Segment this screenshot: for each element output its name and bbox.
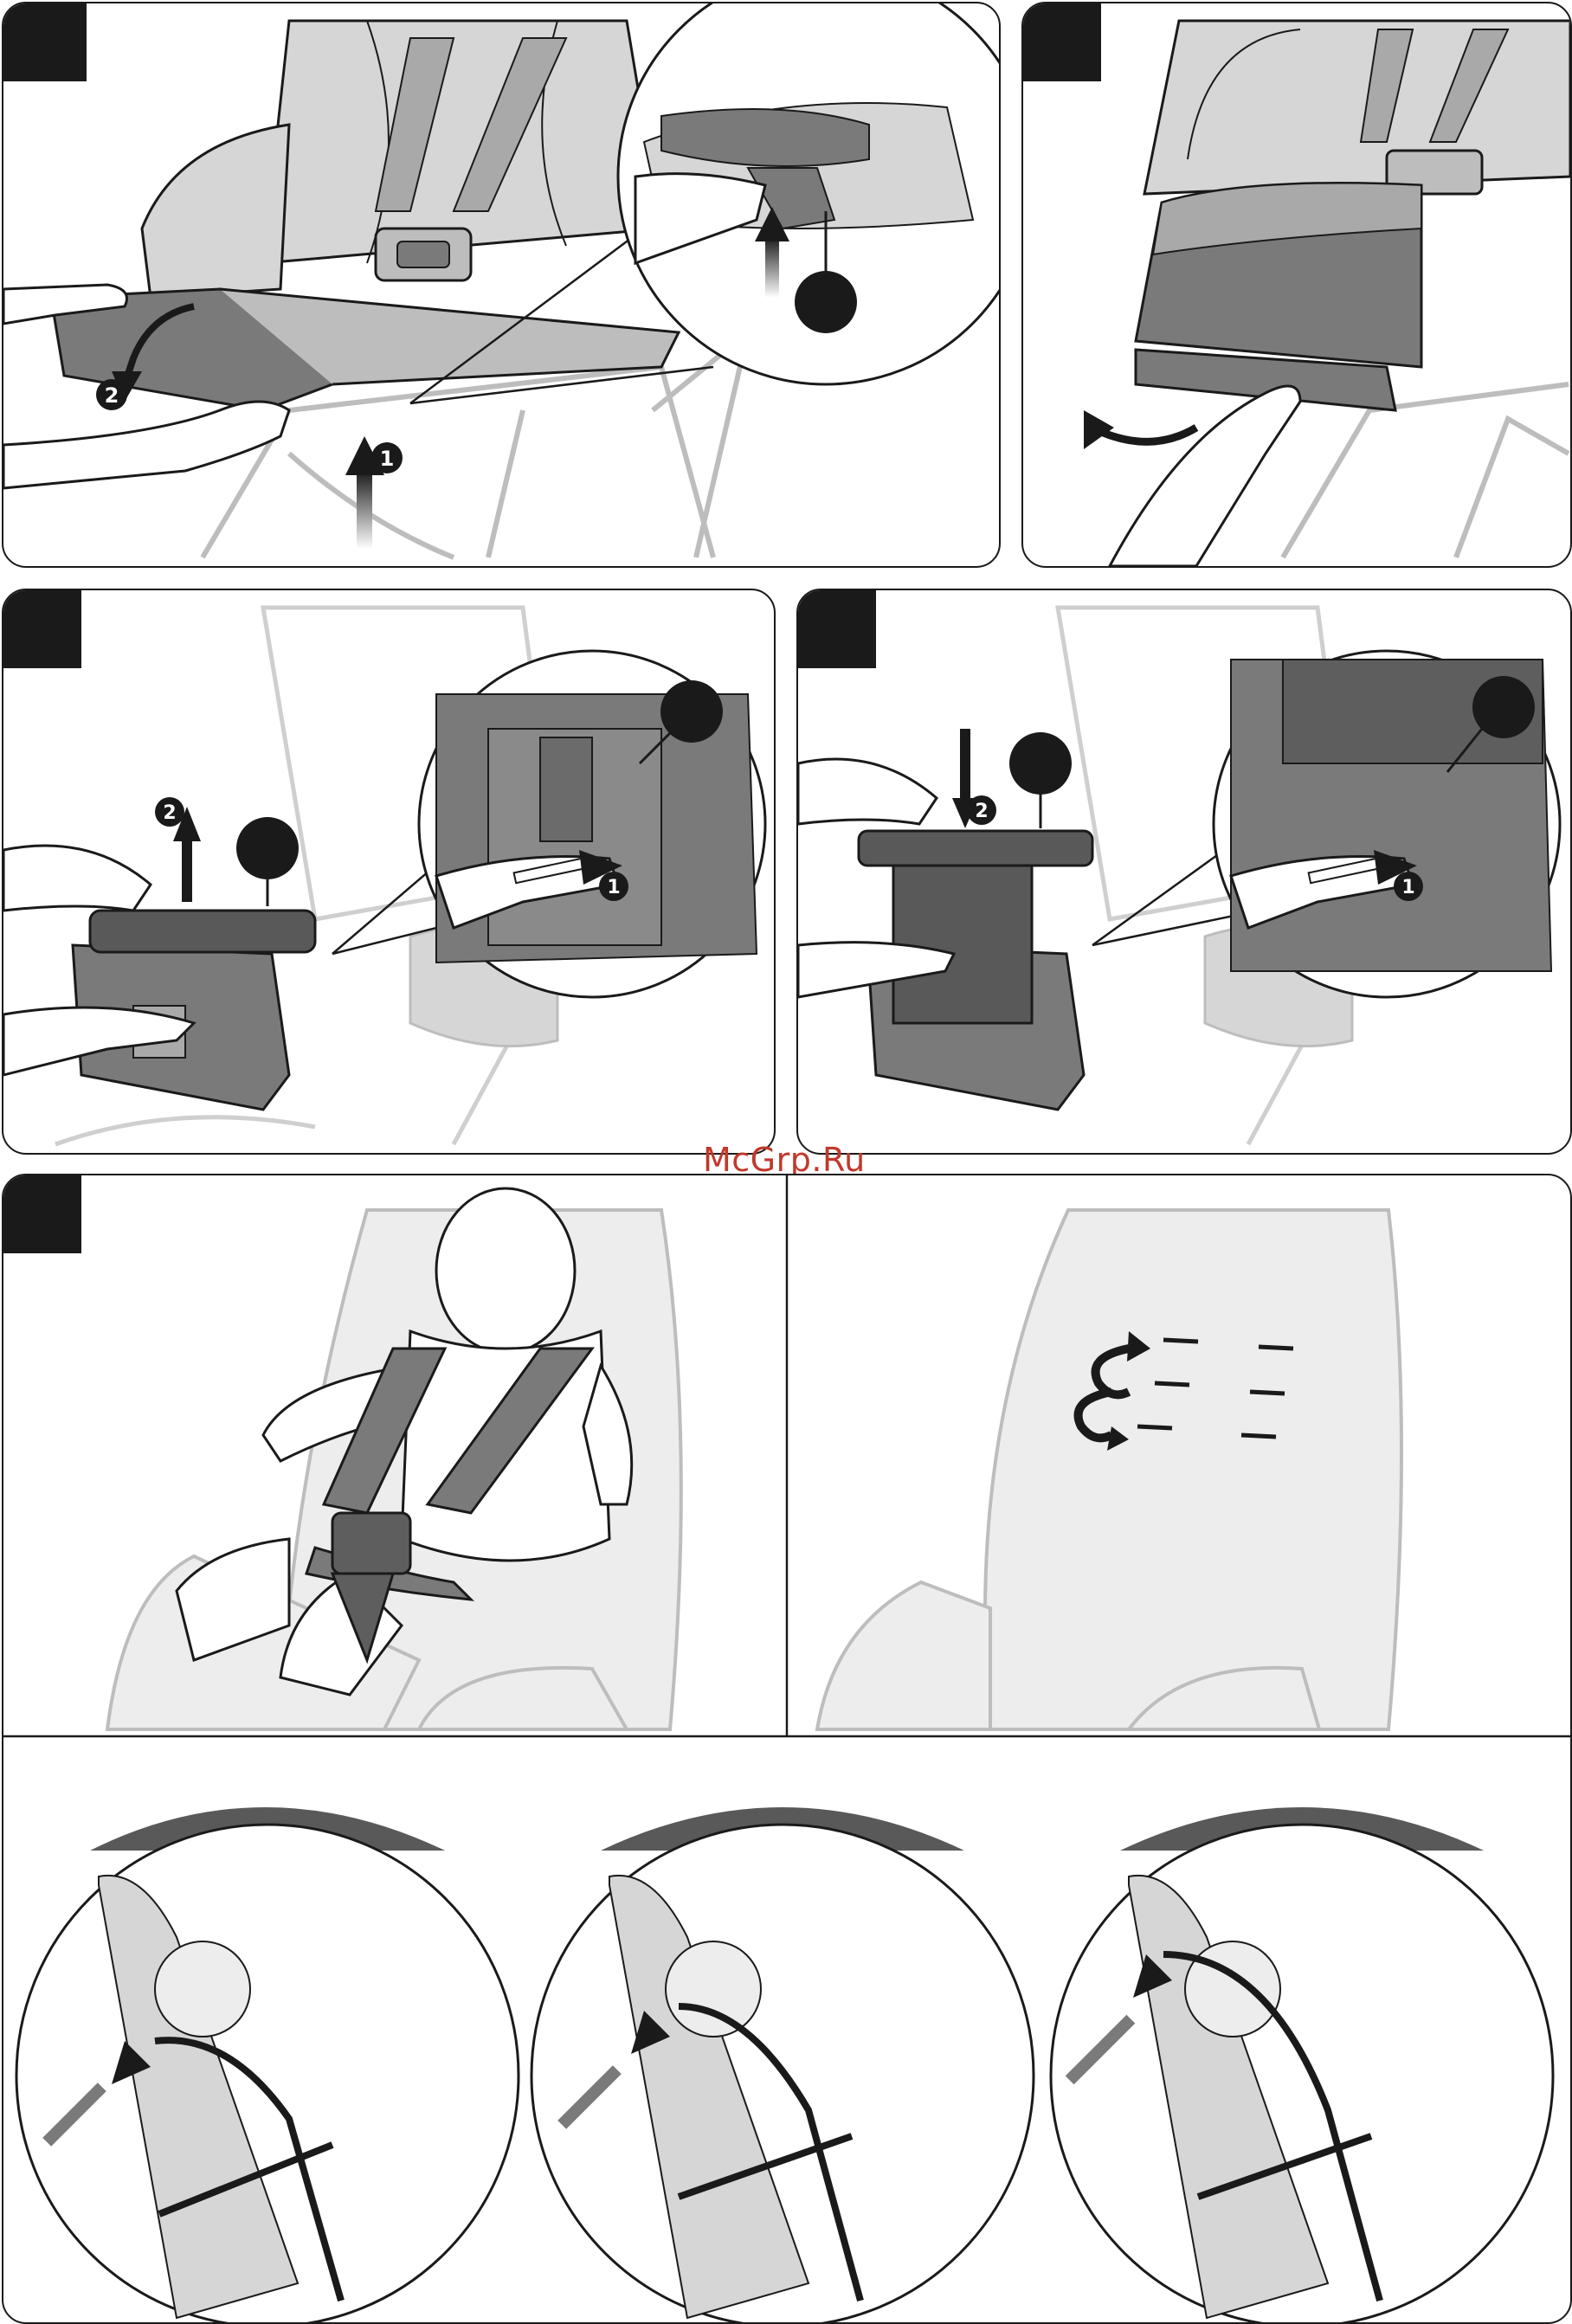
illustration-attach-bumper: 2 1 [798,590,1570,1153]
harness-position-low [16,1807,519,2322]
svg-text:1: 1 [607,877,620,898]
illustration-lift-bumper [1023,3,1570,566]
harness-panel [2,1174,1572,2324]
svg-text:1: 1 [1401,877,1414,898]
hand-icon [3,846,151,911]
rotate-arrow-icon [1101,428,1196,441]
callout-dot [1009,732,1072,795]
svg-text:2: 2 [163,802,176,824]
hand-icon [798,759,937,824]
step-panel-release-bumper: 2 1 [2,589,776,1155]
arrow-down-icon [960,729,970,807]
callout-dot [236,817,299,879]
svg-text:2: 2 [975,801,988,822]
callout-dot [795,271,857,333]
hand-icon [1110,386,1300,566]
step-panel-lift-bumper [1021,2,1572,568]
svg-text:1: 1 [380,447,395,471]
illustration-harness [3,1175,1570,2322]
arrow-up-icon [357,471,372,549]
step-panel-attach-bumper: 2 1 [796,589,1572,1155]
illustration-release-bumper: 2 1 [3,590,774,1153]
step-panel-remove-bumper: 2 1 [2,2,1001,568]
arrow-up-icon [182,833,192,902]
illustration-remove-bumper: 2 1 [3,3,999,566]
harness-position-mid [532,1807,1034,2322]
harness-position-high [1051,1807,1553,2322]
svg-text:2: 2 [105,383,119,408]
